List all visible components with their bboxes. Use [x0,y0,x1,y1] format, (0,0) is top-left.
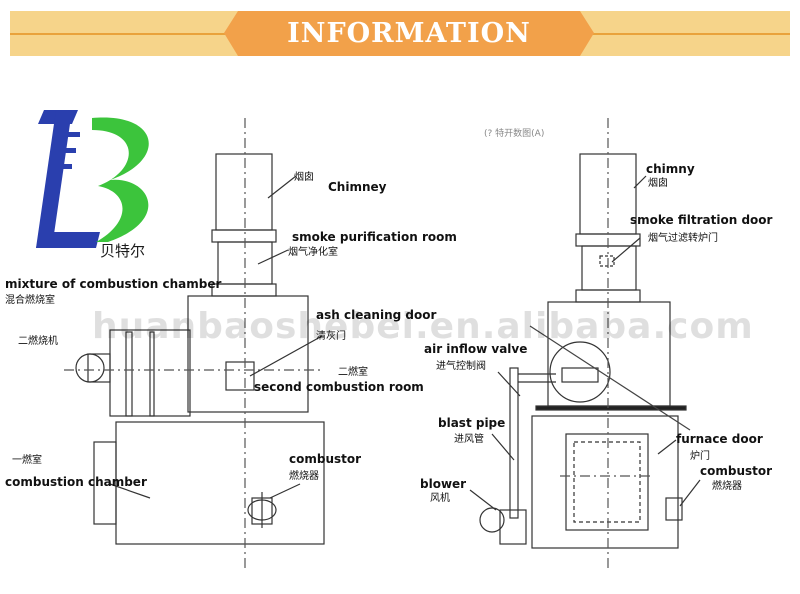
label-combustor-cn-right: 燃烧器 [712,481,742,492]
label-chimny-en: chimny [646,162,695,176]
faint-note: (? 特开数图(A) [484,129,545,139]
label-air-valve-cn: 进气控制阀 [436,361,486,372]
label-combustor-en-right: combustor [700,464,773,478]
label-air-valve-en: air inflow valve [424,342,528,356]
label-mixture-en: mixture of combustion chamber [5,277,222,291]
label-furnace-door-en: furnace door [676,432,763,446]
banner-notch-right [580,11,594,56]
logo-icon [36,110,149,248]
label-burner2-cn: 二燃烧机 [18,336,58,347]
logo-text: 贝特尔 [100,242,146,260]
label-furnace-door-cn: 炉门 [690,451,710,462]
label-combustion-en: combustion chamber [5,475,147,489]
label-second-room-cn: 二燃室 [338,367,368,378]
banner-title-box [238,11,580,56]
watermark: huanbaoshebei.en.alibaba.com [92,306,754,347]
label-chimney-cn: 烟囱 [294,172,314,183]
banner-title: INFORMATION [287,18,531,49]
label-blast-pipe-en: blast pipe [438,416,506,430]
label-chimny-cn: 烟囱 [648,178,668,189]
label-ash-door-cn: 清灰门 [316,331,346,342]
label-filter-door-en: smoke filtration door [630,213,773,227]
label-combustor-cn-left: 燃烧器 [289,471,319,482]
banner-notch-left [224,11,238,56]
label-blower-cn: 风机 [430,493,450,504]
left-elevation [64,118,325,570]
label-smoke-room-cn: 烟气净化室 [288,247,338,258]
label-mixture-cn: 混合燃烧室 [5,295,55,306]
label-blast-pipe-cn: 进风管 [454,434,484,445]
label-second-room-en: second combustion room [254,380,424,394]
header-banner: INFORMATION [10,11,790,56]
label-blower-en: blower [420,477,467,491]
label-first-room-cn: 一燃室 [12,455,42,466]
label-ash-door-en: ash cleaning door [316,308,437,322]
right-side-view [469,118,701,570]
label-filter-door-cn: 烟气过滤转炉门 [648,233,718,244]
label-chimney-en: Chimney [328,180,387,194]
label-smoke-room-en: smoke purification room [292,230,457,244]
label-combustor-en-left: combustor [289,452,362,466]
